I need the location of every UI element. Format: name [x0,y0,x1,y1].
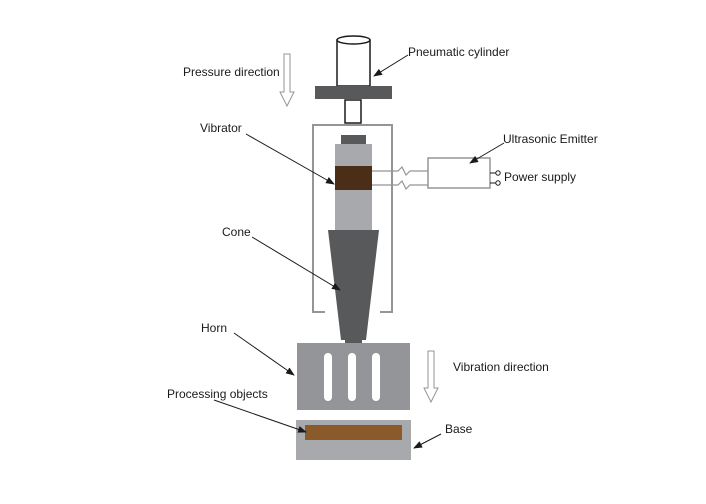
label-pressure-direction: Pressure direction [183,65,280,79]
horn-slot-3 [372,353,380,401]
power-terminal-top [495,170,501,176]
housing-frame [312,124,393,313]
label-processing-objects: Processing objects [167,387,268,401]
leader-pneumatic-cylinder [373,54,409,77]
vibrator-cap [341,135,366,144]
label-ultrasonic-emitter: Ultrasonic Emitter [503,132,598,146]
label-base: Base [445,422,473,436]
leader-cone [251,236,341,291]
horn-slot-2 [348,353,356,401]
signal-cable-bottom [372,179,428,191]
cone [328,230,379,340]
pneumatic-cylinder-body [336,39,371,87]
pressure-direction-arrow [279,53,295,108]
leader-horn [233,332,295,376]
processing-objects [305,425,402,440]
horn-connector [345,338,362,344]
label-vibrator: Vibrator [200,121,242,135]
ultrasonic-emitter-box [427,157,491,189]
power-terminal-bottom [495,180,501,186]
leader-processing-objects [213,399,307,433]
connecting-rod [344,99,362,124]
label-pneumatic-cylinder: Pneumatic cylinder [408,45,509,59]
vibration-direction-arrow [423,350,439,404]
top-plate [315,86,392,99]
leader-ultrasonic-emitter [469,142,505,164]
pneumatic-cylinder-top [336,35,371,45]
label-power-supply: Power supply [504,170,576,184]
leader-vibrator [245,133,335,185]
label-horn: Horn [201,321,227,335]
signal-cable-top [372,165,428,177]
label-vibration-direction: Vibration direction [453,360,549,374]
horn-slot-1 [324,353,332,401]
label-cone: Cone [222,225,251,239]
leader-base [413,433,442,449]
vibrator-transducer-band [335,166,372,190]
